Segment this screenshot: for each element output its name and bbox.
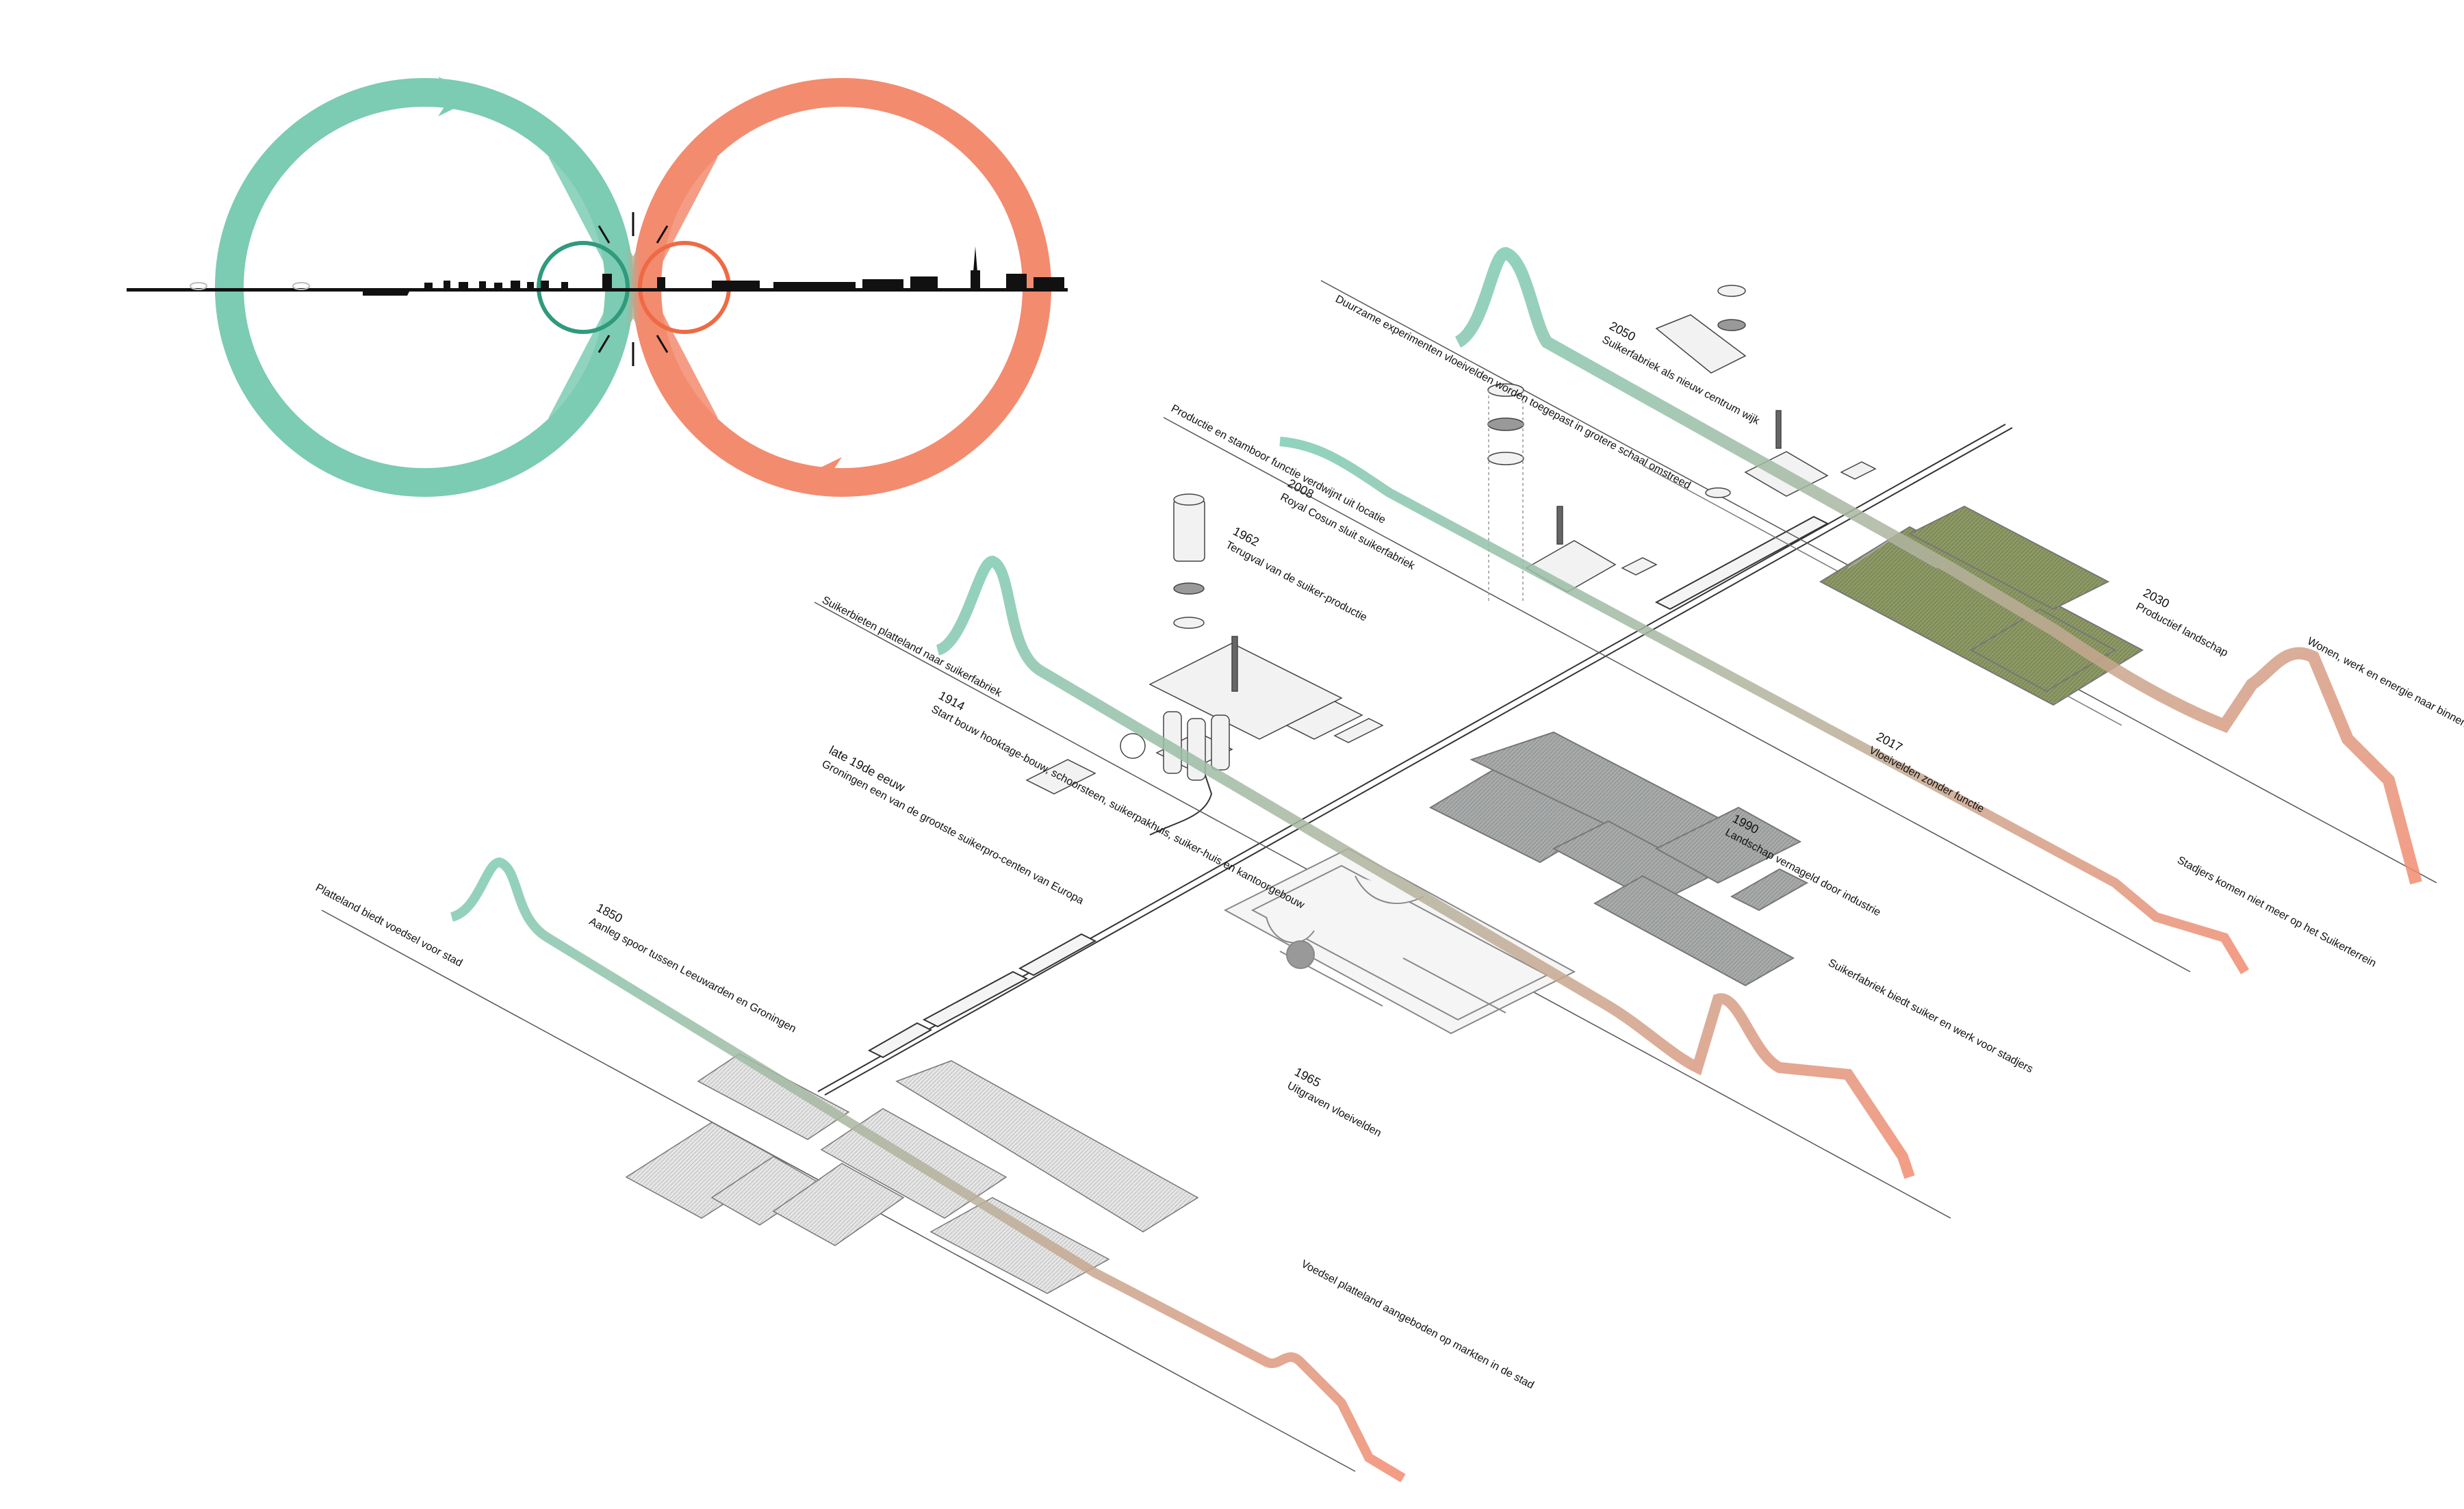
label-1965-text: Uitgraven vloeivelden xyxy=(1285,1080,1383,1139)
flow-ribbons xyxy=(450,246,2422,1483)
label-2030-text: Productief landschap xyxy=(2134,601,2230,659)
fields-1965 xyxy=(1223,847,1576,1035)
labels: Platteland biedt voedsel voor stad 1850 … xyxy=(313,294,2464,1392)
fields-1850 xyxy=(625,1053,1199,1294)
label-suikerfabriek-biedt: Suikerfabriek biedt suiker en werk voor … xyxy=(1826,957,2035,1076)
arrow-head-red xyxy=(801,457,842,497)
fields-2030 xyxy=(1819,505,2144,706)
skyline xyxy=(127,246,1068,296)
flow-1965 xyxy=(935,555,1915,1179)
infinity-crossing xyxy=(548,144,718,431)
label-stadjers: Stadjers komen niet meer op het Suikerte… xyxy=(2175,855,2378,970)
flow-1850 xyxy=(450,857,1406,1483)
label-2017-text: Vloeivelden zonder functie xyxy=(1867,745,1986,815)
label-1962-text: Terugval van de suiker-productie xyxy=(1224,539,1369,624)
label-platteland: Platteland biedt voedsel voor stad xyxy=(313,882,464,970)
infinity-symbol xyxy=(127,77,1068,497)
fields-1990 xyxy=(1428,731,1809,987)
arrow-head-green xyxy=(438,77,479,116)
burst-lines xyxy=(598,212,669,366)
inner-ring-green xyxy=(537,241,630,334)
flow-2050 xyxy=(1454,246,2422,885)
sugar-factory-1914 xyxy=(1025,493,1384,795)
train xyxy=(867,515,1830,1059)
flow-2008 xyxy=(1279,437,2250,975)
label-1850-text: Aanleg spoor tussen Leeuwarden en Gronin… xyxy=(587,916,798,1035)
label-voedsel: Voedsel platteland aangeboden op markten… xyxy=(1299,1259,1536,1392)
label-suikerbieten: Suikerbieten platteland naar suikerfabri… xyxy=(820,595,1004,700)
